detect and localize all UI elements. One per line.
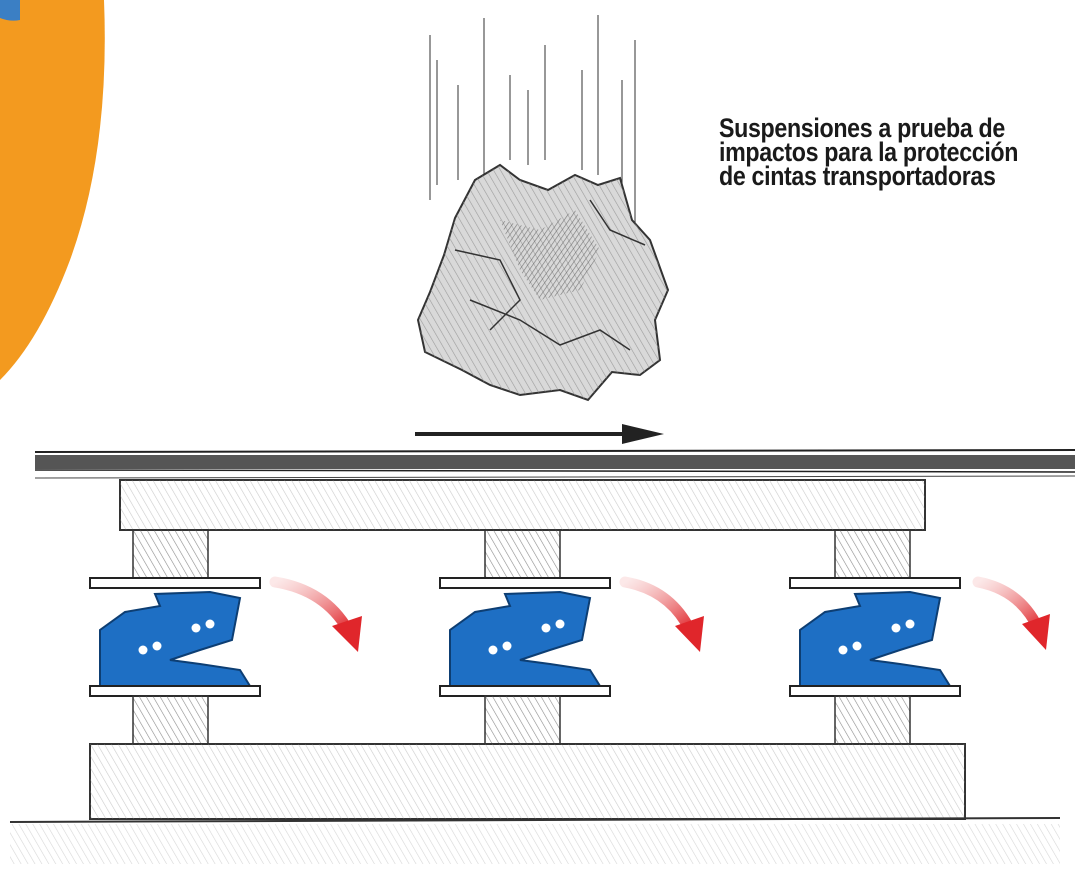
rotation-arrow-icon — [269, 576, 362, 652]
caption: Suspensiones a prueba de impactos para l… — [719, 113, 1020, 191]
suspension-unit — [439, 529, 611, 745]
falling-rock-icon — [416, 163, 670, 402]
belt-direction-arrow-icon — [415, 424, 664, 444]
caption-line-3: de cintas transportadoras — [719, 161, 996, 191]
rotation-arrow-icon — [619, 576, 704, 652]
suspension-unit — [89, 529, 261, 745]
orange-disc — [0, 0, 105, 380]
rotation-arrow-icon — [972, 576, 1050, 650]
caption-line-2: impactos para la protección — [719, 137, 1019, 167]
caption-line-1: Suspensiones a prueba de — [719, 113, 1005, 143]
lower-beam — [89, 743, 966, 820]
upper-beam — [119, 479, 926, 531]
ground — [9, 817, 1061, 864]
conveyor-belt — [34, 449, 1075, 479]
suspension-unit — [789, 529, 961, 745]
